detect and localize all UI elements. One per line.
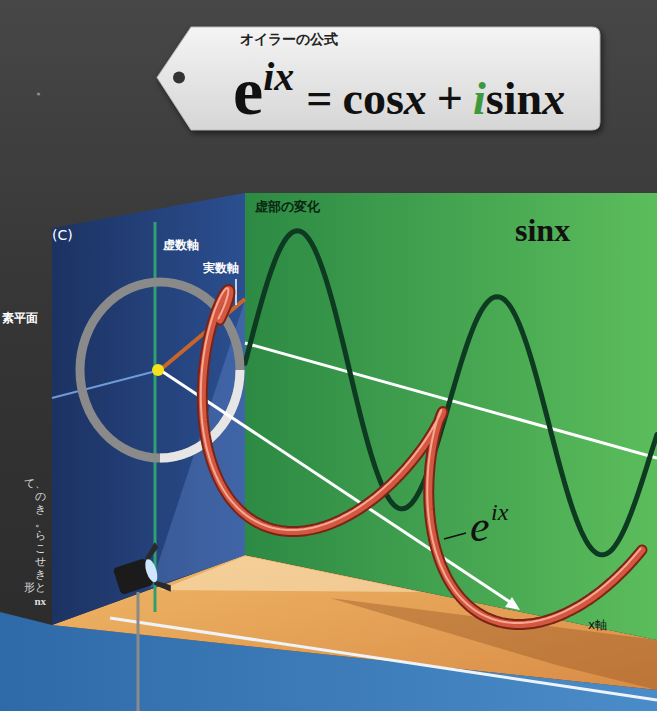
- formula-term: +: [437, 76, 463, 122]
- formula-term: i: [473, 76, 486, 122]
- formula-term: =: [306, 76, 332, 122]
- panel-heading: 虚部の変化: [255, 200, 320, 214]
- wall-shape: [52, 193, 245, 625]
- formula-row: eix=cosx+isinx: [233, 57, 565, 125]
- axis-label: x軸: [588, 619, 607, 632]
- formula-term: e: [233, 57, 263, 125]
- formula-term: cos: [343, 76, 404, 122]
- wall-shape: [245, 193, 657, 640]
- complex-plane-wall: 虚数軸実数軸: [52, 193, 245, 625]
- imaginary-part-wall-outline: [245, 193, 657, 640]
- cut-off-text: 。: [35, 517, 46, 529]
- cut-off-text: き: [35, 569, 46, 581]
- imaginary-part-wall: 虚部の変化 sinx: [245, 193, 657, 640]
- cut-off-text: 素平面: [2, 312, 38, 325]
- cut-off-text: き: [35, 504, 46, 516]
- lamp-stand: [137, 592, 140, 711]
- axis-label: 虚数軸: [163, 239, 199, 252]
- formula-term: ix: [263, 57, 294, 97]
- floor-line: [110, 618, 657, 700]
- cut-off-text: て、: [24, 478, 46, 490]
- formula-term: x: [404, 76, 427, 122]
- cut-off-text: こ: [35, 543, 46, 555]
- cut-off-text: 。: [36, 84, 48, 97]
- helix-label-exponent: ix: [491, 499, 508, 525]
- tag-shape: [157, 27, 600, 130]
- cut-off-text: の: [35, 491, 46, 503]
- function-label: sinx: [515, 213, 570, 248]
- complex-plane-wall-outline: [52, 193, 245, 625]
- axis-label: 実数軸: [203, 262, 239, 275]
- cut-off-text: せ: [35, 556, 46, 568]
- cut-off-text: 形と: [24, 582, 46, 594]
- formula-title: オイラーの公式: [240, 32, 338, 47]
- cut-off-text: nx: [34, 595, 46, 607]
- figure-letter: (C): [52, 228, 73, 243]
- tag-hole: [173, 72, 185, 84]
- formula-tag: オイラーの公式eix=cosx+isinx: [155, 25, 600, 130]
- formula-term: x: [542, 76, 565, 122]
- cut-off-text: ら: [35, 530, 46, 542]
- helix-label: e: [470, 503, 490, 551]
- formula-term: sin: [486, 76, 542, 122]
